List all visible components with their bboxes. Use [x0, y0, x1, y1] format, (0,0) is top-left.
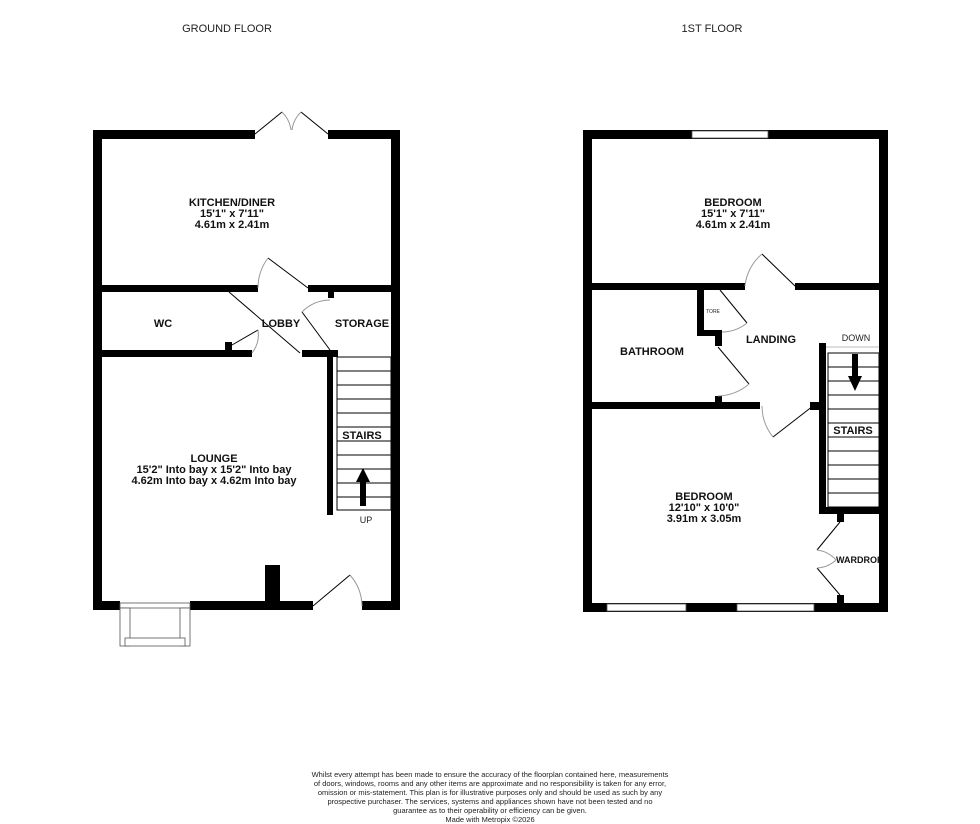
svg-text:4.62m Into bay x 4.62m Into ba: 4.62m Into bay x 4.62m Into bay	[131, 475, 297, 487]
stairs-down-label: DOWN	[842, 333, 871, 343]
svg-text:4.61m x 2.41m: 4.61m x 2.41m	[696, 219, 771, 231]
stairs-up-arrow-icon	[356, 468, 370, 506]
room-label-kitchen-diner: KITCHEN/DINER 15'1" x 7'11" 4.61m x 2.41…	[189, 197, 275, 231]
ground-floor-stairs	[336, 356, 392, 511]
ground-floor-doors	[228, 111, 363, 607]
disclaimer: Whilst every attempt has been made to en…	[310, 770, 670, 824]
room-label-storage: STORAGE	[335, 318, 389, 330]
room-label-bedroom-1: BEDROOM 15'1" x 7'11" 4.61m x 2.41m	[696, 197, 771, 231]
svg-text:15'1" x 7'11": 15'1" x 7'11"	[701, 208, 765, 220]
room-label-stairs: STAIRS	[342, 430, 382, 442]
svg-text:4.61m x 2.41m: 4.61m x 2.41m	[195, 219, 270, 231]
bay-window	[119, 602, 191, 647]
svg-text:15'1" x 7'11": 15'1" x 7'11"	[200, 208, 264, 220]
ground-floor-plan: GROUND FLOOR	[93, 23, 400, 647]
room-label-stairs-1st: STAIRS	[833, 425, 873, 437]
svg-text:KITCHEN/DINER: KITCHEN/DINER	[189, 197, 275, 209]
svg-text:BEDROOM: BEDROOM	[675, 491, 732, 503]
room-label-lobby: LOBBY	[262, 318, 301, 330]
disclaimer-text: Whilst every attempt has been made to en…	[311, 770, 669, 815]
room-label-lounge: LOUNGE 15'2" Into bay x 15'2" Into bay 4…	[131, 453, 297, 487]
first-floor-stairs	[826, 346, 880, 508]
stairs-up-label: UP	[360, 515, 373, 525]
first-floor-windows	[606, 130, 815, 612]
ground-floor-title: GROUND FLOOR	[182, 23, 272, 35]
credit-text: Made with Metropix ©2026	[445, 815, 535, 824]
room-label-landing: LANDING	[746, 334, 796, 346]
svg-text:15'2" Into bay x 15'2" Into ba: 15'2" Into bay x 15'2" Into bay	[136, 464, 292, 476]
room-label-store: TORE	[706, 309, 720, 315]
svg-text:3.91m x 3.05m: 3.91m x 3.05m	[667, 513, 742, 525]
stairs-down-arrow-icon	[848, 354, 862, 391]
room-label-bedroom-2: BEDROOM 12'10" x 10'0" 3.91m x 3.05m	[667, 491, 742, 525]
ground-floor-walls	[93, 130, 400, 610]
first-floor-doors	[717, 253, 841, 596]
first-floor-plan: 1ST FLOOR	[583, 23, 888, 612]
svg-text:12'10" x 10'0": 12'10" x 10'0"	[669, 502, 740, 514]
room-label-wardrobe: WARDROI	[836, 555, 880, 565]
svg-text:LOUNGE: LOUNGE	[190, 453, 237, 465]
room-label-wc: WC	[154, 318, 172, 330]
first-floor-title: 1ST FLOOR	[682, 23, 743, 35]
room-label-bathroom: BATHROOM	[620, 346, 684, 358]
svg-text:BEDROOM: BEDROOM	[704, 197, 761, 209]
